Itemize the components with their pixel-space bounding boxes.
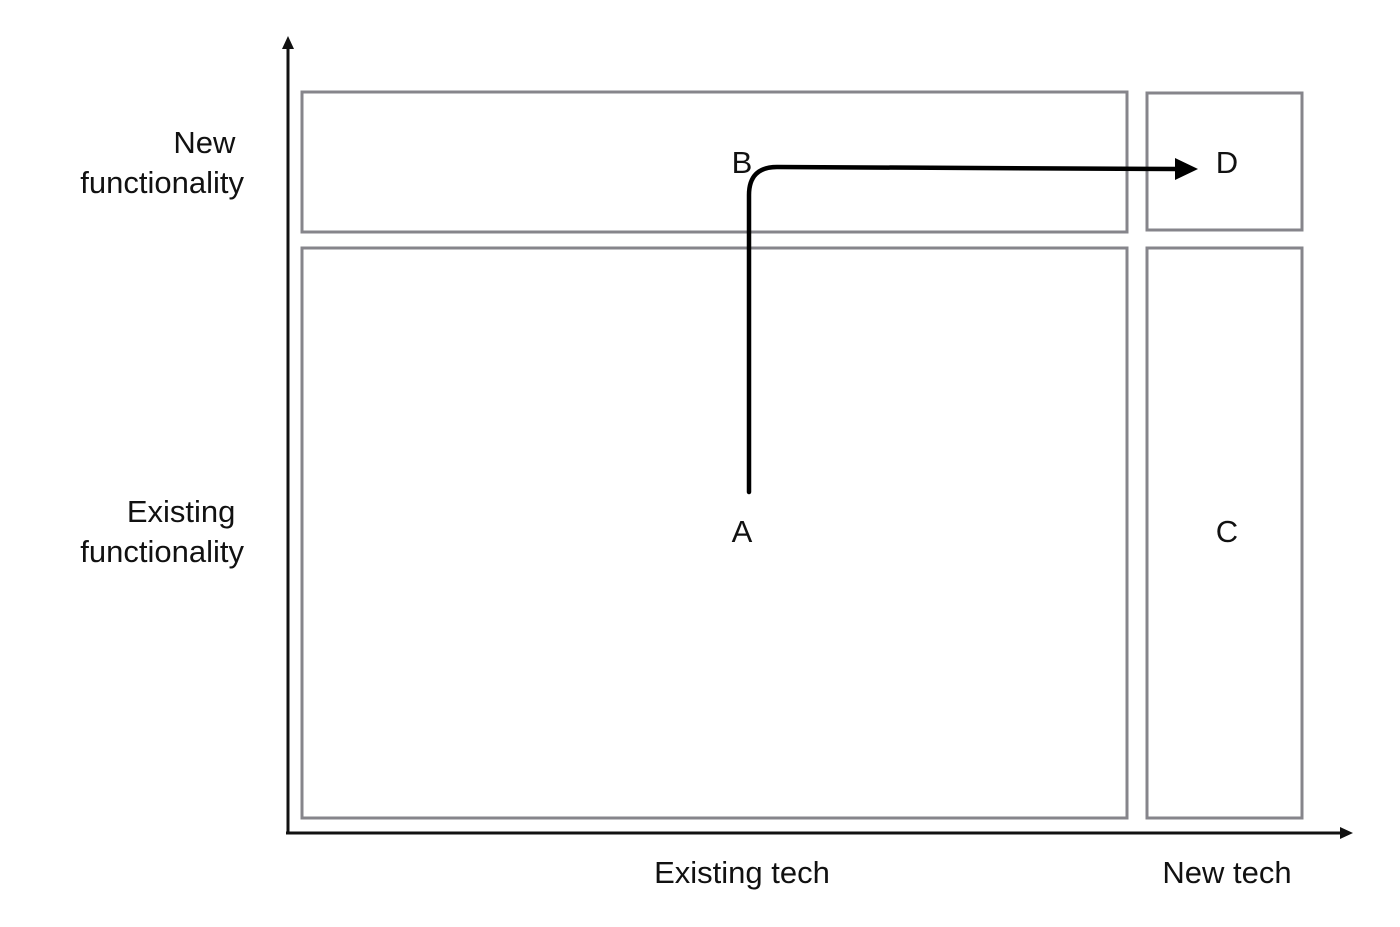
quadrant-existing-functionality-existing-tech (300, 246, 1129, 820)
quadrant-new-functionality-existing-tech (300, 90, 1129, 234)
path-arrowhead (1175, 158, 1198, 180)
y-label-existing-functionality: Existing functionality (80, 494, 244, 569)
path-a-to-b-to-d (746, 164, 1181, 495)
x-label-existing-tech: Existing tech (654, 855, 830, 890)
y-label-existing-line2: functionality (80, 534, 244, 569)
point-label-a: A (732, 514, 753, 549)
y-axis-arrowhead (282, 36, 294, 49)
quadrant-new-functionality-new-tech (1145, 91, 1304, 232)
x-axis-arrowhead (1340, 827, 1353, 839)
y-label-new-functionality: New functionality (80, 125, 244, 200)
x-label-new-tech: New tech (1162, 855, 1291, 890)
quadrant-existing-functionality-new-tech (1145, 246, 1304, 820)
y-label-new-line1: New (173, 125, 236, 160)
y-label-existing-line1: Existing (127, 494, 236, 529)
point-label-d: D (1216, 145, 1238, 180)
point-label-b: B (732, 145, 753, 180)
point-label-c: C (1216, 514, 1238, 549)
y-label-new-line2: functionality (80, 165, 244, 200)
